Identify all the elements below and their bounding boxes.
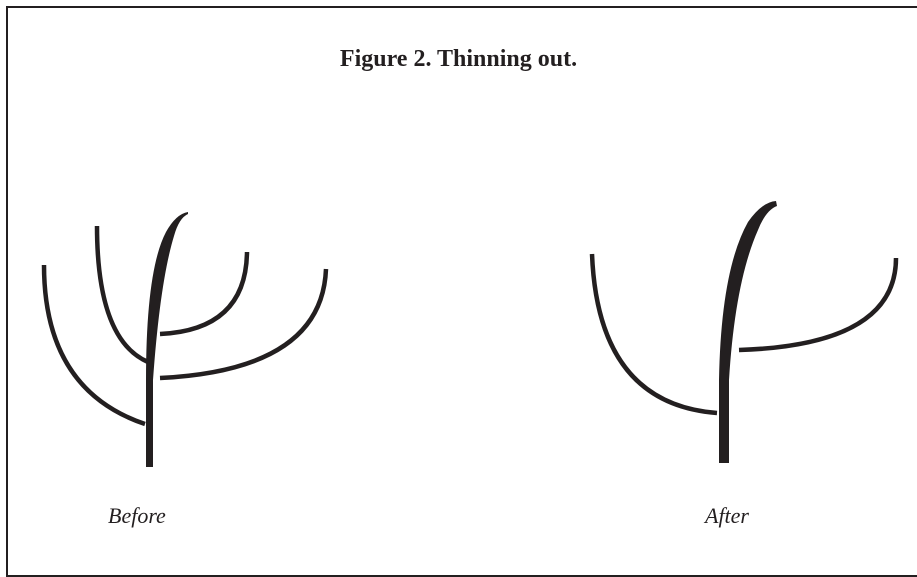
caption-after: After bbox=[705, 503, 749, 528]
before-branch-far-right bbox=[159, 268, 329, 381]
before-branch-far-left bbox=[41, 264, 146, 427]
before-branch-inner-left bbox=[94, 225, 149, 365]
figure-title: Figure 2. Thinning out. bbox=[339, 46, 578, 72]
tree-after bbox=[589, 201, 899, 463]
after-branch-left bbox=[589, 253, 718, 416]
after-branch-right bbox=[738, 257, 899, 353]
caption-before: Before bbox=[108, 503, 166, 528]
tree-before bbox=[41, 212, 329, 467]
before-main-trunk bbox=[146, 212, 188, 467]
before-branch-inner-right bbox=[159, 251, 250, 337]
after-main-trunk bbox=[719, 201, 777, 463]
